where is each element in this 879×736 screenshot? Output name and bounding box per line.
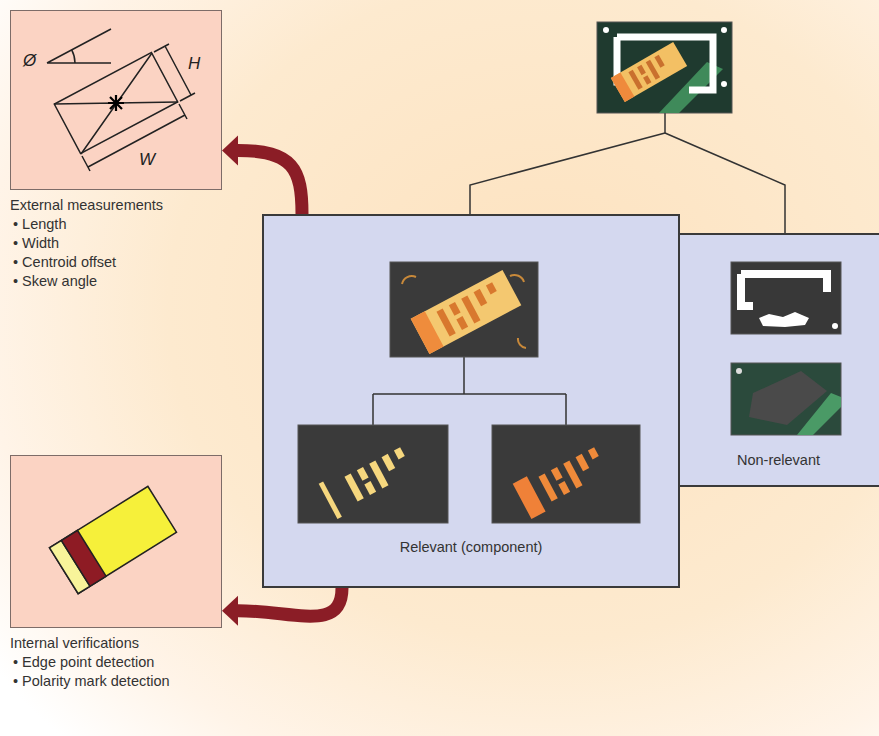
tree-line [470, 133, 665, 214]
illustration-frame: Ø H W [10, 10, 222, 190]
bullet-item: • Skew angle [10, 272, 222, 291]
component-body [411, 270, 522, 354]
component-marks-part [364, 481, 376, 495]
component-marks-part [576, 454, 590, 471]
photo-ground [731, 262, 841, 334]
polarity-band [411, 311, 444, 354]
component-marks-part [382, 454, 396, 471]
angle-arc [72, 50, 75, 63]
component-marks-part [558, 481, 570, 495]
component-marks-part [551, 467, 563, 481]
dimension-label: Ø [23, 52, 36, 70]
polarity-photo [492, 425, 640, 523]
relevant-photos [264, 216, 678, 586]
photo-ground [390, 262, 538, 357]
measurement-drawing [11, 11, 221, 189]
group-panel: Relevant (component) [262, 214, 680, 588]
edge-photo [298, 425, 448, 523]
panel-label: Relevant (component) [264, 538, 678, 557]
marking-part [643, 75, 651, 84]
masked-area [749, 371, 827, 425]
diagonal [54, 53, 178, 154]
component-photo [390, 262, 538, 357]
non-relevant-photos [678, 235, 879, 485]
board-photo [731, 363, 841, 435]
photo-ground [492, 425, 640, 523]
box-heading: Internal verifications [10, 634, 222, 653]
marking-part [654, 55, 664, 68]
arrow-head [222, 135, 238, 165]
component [611, 42, 687, 102]
photo-ground [731, 363, 841, 435]
component-marks-part [588, 447, 599, 459]
bullet-item: • Length [10, 215, 222, 234]
trace-photo [731, 262, 841, 334]
marking-part [474, 289, 488, 306]
trace [759, 312, 809, 327]
component [50, 486, 177, 593]
via [832, 323, 838, 329]
photo-ground [298, 425, 448, 523]
polarity-drawing [11, 456, 221, 627]
component-marks [513, 442, 610, 519]
edge-line [319, 481, 342, 519]
bullet-item: • Edge point detection [10, 653, 222, 672]
box-heading: External measurements [10, 196, 222, 215]
bullet-item: • Centroid offset [10, 253, 222, 272]
tree-line [665, 133, 785, 233]
bullet-item: • Polarity mark detection [10, 672, 222, 691]
board-photo [597, 22, 732, 113]
via [603, 27, 609, 33]
via [736, 368, 742, 374]
curved-arrow [222, 588, 342, 626]
component-marks-part [357, 467, 369, 481]
arrow-shaft [238, 150, 302, 214]
component [411, 270, 522, 354]
polarity-band [513, 476, 546, 519]
tree-line [373, 357, 566, 425]
panel-label: Non-relevant [678, 451, 879, 470]
dimension-label: W [139, 151, 155, 169]
width-dimension [82, 104, 187, 171]
component-body [611, 42, 687, 102]
marking [436, 282, 505, 336]
component-marks [319, 442, 416, 519]
arrow-shaft [238, 588, 342, 616]
tree-line [664, 113, 666, 133]
photo-ground [597, 22, 732, 113]
arrow-head [222, 596, 238, 626]
marking-part [449, 302, 461, 316]
component-marks-part [394, 447, 405, 459]
measurement-box: ØHWExternal measurements• Length• Width•… [10, 10, 222, 291]
marking [628, 55, 668, 90]
marking-part [456, 316, 468, 330]
illustration-frame [10, 455, 222, 628]
via [721, 27, 727, 33]
dimension-label: H [188, 55, 200, 73]
curved-arrow [222, 135, 302, 214]
component-outline [54, 52, 177, 153]
bullet-item: • Width [10, 234, 222, 253]
polarity-band [611, 72, 635, 102]
angle-line [47, 29, 111, 63]
polarity-band [61, 530, 106, 586]
component-body [50, 486, 177, 593]
trace [741, 274, 827, 306]
measurement-box: Internal verifications• Edge point detec… [10, 455, 222, 691]
via [721, 81, 727, 87]
marking-part [486, 282, 497, 294]
centroid-mark [108, 95, 124, 111]
marking-part [637, 65, 646, 75]
group-panel: Non-relevant [678, 233, 879, 487]
measurement-drawing-part [47, 29, 195, 171]
